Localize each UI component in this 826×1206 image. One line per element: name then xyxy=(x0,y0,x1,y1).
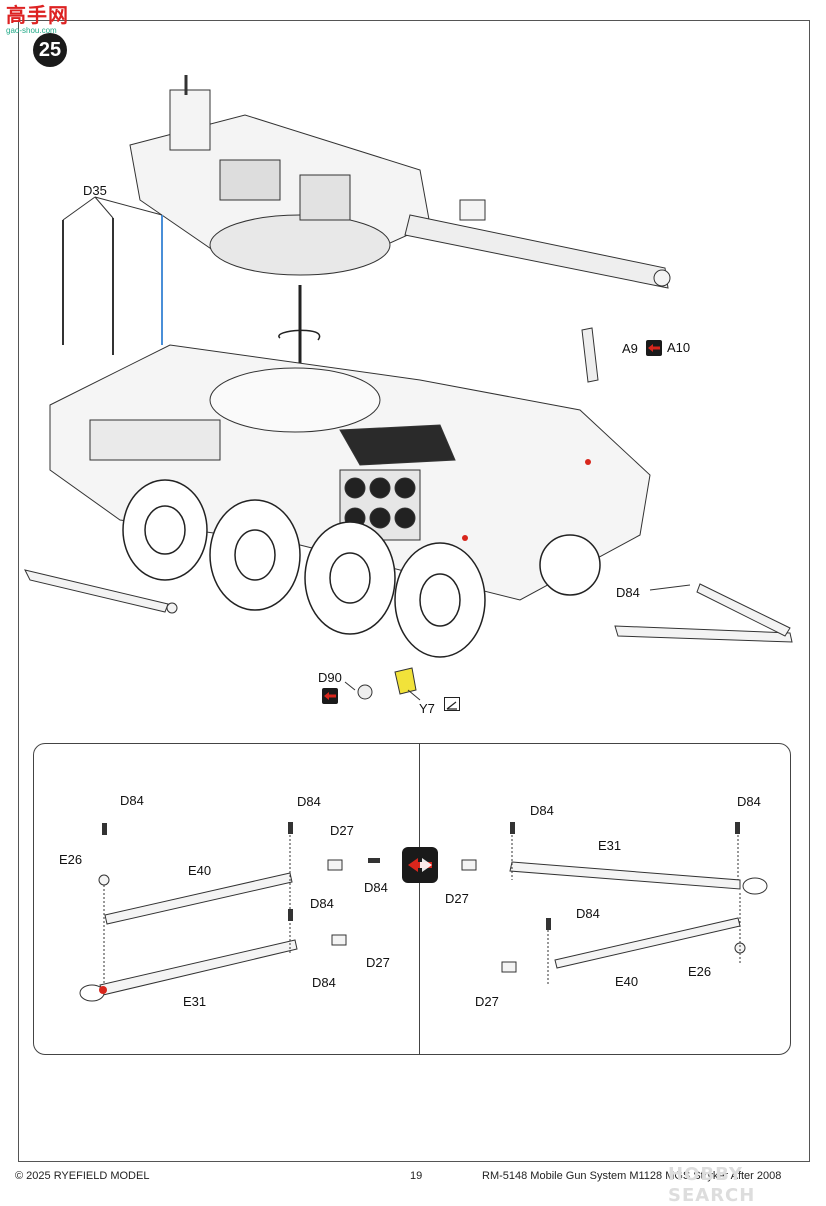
antennas-drawing xyxy=(62,196,163,355)
a9-label: A9 xyxy=(622,341,638,356)
left-d84-label-e: D84 xyxy=(312,975,336,990)
vehicle-illustration xyxy=(24,75,793,701)
d90-label: D90 xyxy=(318,670,342,685)
d90-y7-parts-drawing xyxy=(344,667,421,701)
right-e40-label: E40 xyxy=(615,974,639,989)
right-e31-bar xyxy=(509,861,741,890)
a10-label: A10 xyxy=(667,340,691,355)
y7-label: Y7 xyxy=(419,701,435,716)
page-frame xyxy=(18,20,810,1162)
footer-product-title: RM-5148 Mobile Gun System M1128 MGS Stry… xyxy=(482,1170,782,1182)
turret-drawing xyxy=(129,75,671,289)
left-e26-label: E26 xyxy=(59,852,83,867)
watermark-logo: 高手网 gao-shou.com xyxy=(6,6,76,40)
sub-assembly-panel xyxy=(33,743,791,1055)
left-d84-label-d: D84 xyxy=(310,896,334,911)
d84-main-label: D84 xyxy=(616,585,640,600)
right-d27-label-a: D27 xyxy=(445,891,469,906)
tow-bar-drawings xyxy=(24,569,793,643)
right-d84-label-c: D84 xyxy=(576,906,600,921)
left-d84-label-b: D84 xyxy=(297,794,321,809)
a9-part-drawing xyxy=(581,327,599,383)
right-d27-label-b: D27 xyxy=(475,994,499,1009)
wheels-drawing xyxy=(122,479,601,658)
flip-both-sides-icon xyxy=(322,688,338,704)
footer-page-number: 19 xyxy=(410,1170,423,1182)
right-e26-label: E26 xyxy=(688,964,712,979)
panel-divider xyxy=(419,744,420,1054)
right-d84-label-a: D84 xyxy=(530,803,554,818)
paint-icon xyxy=(444,697,460,711)
d35-label: D35 xyxy=(83,183,107,198)
left-d84-label-c: D84 xyxy=(364,880,388,895)
left-e31-label: E31 xyxy=(183,994,207,1009)
right-d84-label-b: D84 xyxy=(737,794,761,809)
footer-copyright: © 2025 RYEFIELD MODEL xyxy=(15,1170,150,1182)
flip-both-sides-icon xyxy=(646,340,662,356)
left-d84-label-a: D84 xyxy=(120,793,144,808)
left-d27-label-b: D27 xyxy=(366,955,390,970)
left-d27-label-a: D27 xyxy=(330,823,354,838)
right-e31-label: E31 xyxy=(598,838,622,853)
step-number-badge: 25 xyxy=(33,33,67,67)
flip-both-sides-icon xyxy=(402,847,438,883)
left-e40-bar xyxy=(104,872,293,925)
watermark-title: 高手网 xyxy=(6,5,69,27)
left-e31-bar xyxy=(99,939,298,996)
hull-drawing xyxy=(49,344,651,601)
right-e40-bar xyxy=(554,917,741,969)
watermark-url: gao-shou.com xyxy=(6,26,57,35)
left-e40-label: E40 xyxy=(188,863,212,878)
